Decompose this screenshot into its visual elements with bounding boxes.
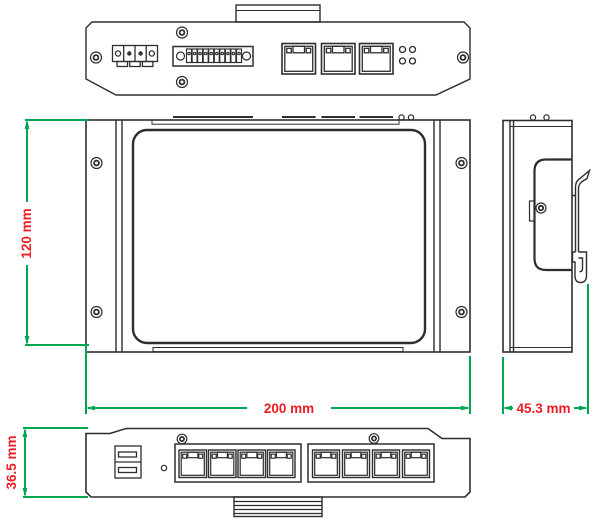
screw-hole [456, 51, 470, 64]
dimension-label-front-height: 120 mm [19, 208, 34, 258]
din-rail-tab [235, 4, 321, 23]
dimension-front-width [85, 345, 471, 414]
ethernet-port [281, 42, 317, 75]
antenna-mount [543, 114, 550, 121]
bottom-view [85, 427, 471, 518]
display-panel [131, 128, 427, 345]
din-rail-plate [533, 158, 572, 272]
bottom-panel-outline [85, 427, 471, 498]
arrowhead-down [24, 336, 30, 345]
din-rail-clip [571, 168, 591, 284]
ethernet-port [237, 449, 267, 479]
dimension-labels: 120 mm 200 mm 45.3 mm 36.5 mm [4, 208, 571, 489]
din-clip-top-hook [572, 168, 591, 197]
arrowhead-right [579, 405, 588, 411]
top-panel-outline [85, 21, 471, 96]
screw-hole [90, 156, 468, 319]
ethernet-port [266, 449, 296, 479]
screw-hole [176, 433, 380, 445]
top-bezel-strip [151, 119, 400, 125]
power-terminal-block [111, 44, 159, 68]
dimension-bottom-height [22, 427, 88, 498]
ethernet-port [358, 42, 394, 75]
terminal-pins [185, 48, 243, 64]
reset-button [160, 464, 168, 472]
antenna-mount [407, 114, 415, 121]
dimension-front-height [24, 119, 89, 346]
arrowhead-up [22, 428, 28, 437]
screw-hole [89, 51, 103, 64]
io-terminal-block [172, 45, 254, 67]
front-view [85, 114, 471, 353]
side-view [502, 114, 591, 353]
front-panel-outline [85, 119, 471, 353]
bottom-bezel-strip [152, 347, 404, 353]
din-clip-bottom-hook [571, 251, 588, 284]
ethernet-port [178, 449, 208, 479]
dimension-label-side-depth: 45.3 mm [516, 401, 570, 416]
ethernet-ports-top [281, 42, 394, 75]
ethernet-port [401, 449, 431, 479]
usb-port-stack [114, 445, 142, 479]
antenna-mount [398, 114, 405, 121]
arrowhead-up [24, 120, 30, 129]
ethernet-port [311, 449, 341, 479]
arrowhead-right [461, 405, 470, 411]
dimension-side-depth [502, 284, 589, 414]
screw-hole [535, 202, 547, 214]
ethernet-port [341, 449, 371, 479]
din-plate-tab [528, 200, 536, 222]
din-clip-bottom-block [233, 496, 323, 518]
device-outlines [85, 4, 591, 518]
arrowhead-left [86, 405, 95, 411]
ethernet-group-1 [174, 443, 302, 483]
led-indicators [398, 45, 417, 65]
ethernet-group-2 [307, 443, 435, 483]
arrowhead-left [503, 405, 512, 411]
antenna-mount [529, 114, 537, 121]
ethernet-port [371, 449, 401, 479]
screw-hole [175, 26, 189, 89]
arrowhead-down [22, 488, 28, 497]
ethernet-port [320, 42, 356, 75]
side-outline [502, 119, 573, 353]
usb-port [117, 466, 138, 474]
dimension-label-bottom-height: 36.5 mm [4, 435, 19, 489]
din-clip-leg [574, 195, 580, 252]
ethernet-port [207, 449, 237, 479]
usb-port [117, 451, 138, 458]
dimension-lines [22, 119, 589, 498]
dimension-label-front-width: 200 mm [264, 401, 314, 416]
din-clip-bottom-slot [578, 257, 584, 273]
top-view [85, 4, 471, 96]
